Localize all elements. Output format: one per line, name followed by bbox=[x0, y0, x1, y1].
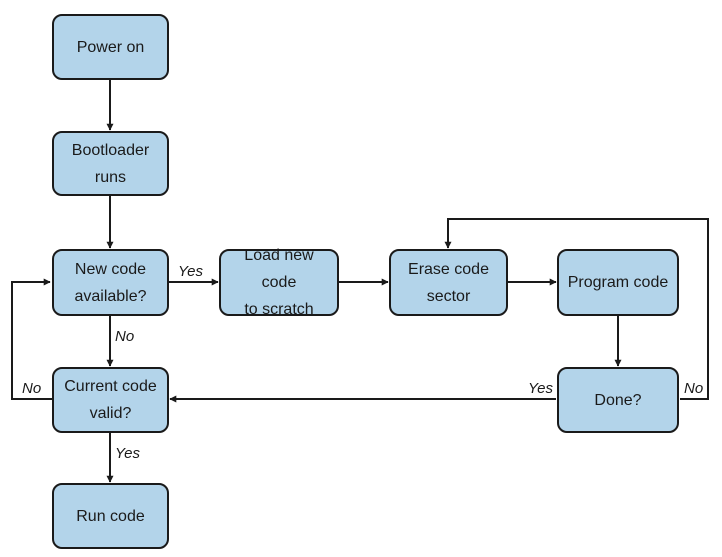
new-code-no-label: No bbox=[115, 328, 135, 345]
new-code-yes-label: Yes bbox=[178, 263, 204, 280]
current-code-no-label: No bbox=[22, 380, 42, 397]
done-node: Done? bbox=[557, 367, 679, 433]
done-no-label: No bbox=[684, 380, 704, 397]
new-code-available-node: New code available? bbox=[52, 249, 169, 316]
erase-code-sector-node: Erase code sector bbox=[389, 249, 508, 316]
run-code-node: Run code bbox=[52, 483, 169, 549]
bootloader-runs-node: Bootloader runs bbox=[52, 131, 169, 196]
current-code-yes-label: Yes bbox=[115, 445, 141, 462]
arrow-current-no-to-newcode bbox=[11, 278, 52, 400]
power-on-node: Power on bbox=[52, 14, 169, 80]
current-code-valid-node: Current code valid? bbox=[52, 367, 169, 433]
load-new-code-node: Load new code to scratch bbox=[219, 247, 339, 318]
done-yes-label: Yes bbox=[528, 380, 554, 397]
program-code-node: Program code bbox=[557, 249, 679, 316]
arrow-done-no-to-erase bbox=[444, 218, 709, 400]
